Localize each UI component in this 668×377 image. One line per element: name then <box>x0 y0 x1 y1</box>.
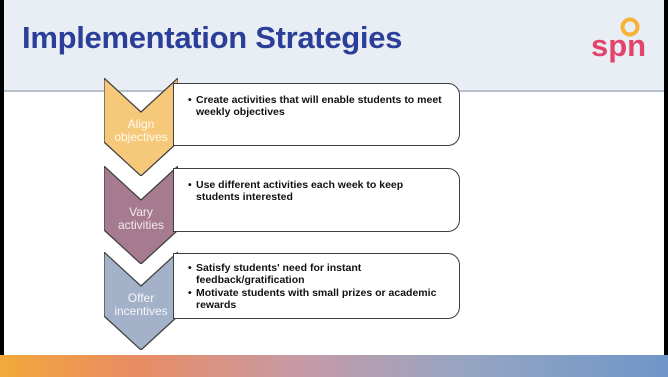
spn-logo: spn <box>591 17 646 63</box>
svg-text:spn: spn <box>591 28 646 63</box>
bullet-item: Use different activities each week to ke… <box>188 179 449 203</box>
chevron-shape <box>104 252 178 350</box>
bullet-list: Create activities that will enable stude… <box>188 94 449 118</box>
chevron-shape <box>104 78 178 176</box>
chevron-shape <box>104 166 178 264</box>
title-band: Implementation Strategies <box>0 0 668 92</box>
slide-title: Implementation Strategies <box>22 20 403 55</box>
bullet-list: Satisfy students' need for instant feedb… <box>188 262 449 311</box>
slide-frame-right <box>664 0 668 355</box>
bullet-item: Satisfy students' need for instant feedb… <box>188 262 449 286</box>
step-label: Offer incentives <box>114 291 168 318</box>
step-box-offer: Satisfy students' need for instant feedb… <box>173 253 460 319</box>
bullet-list: Use different activities each week to ke… <box>188 179 449 203</box>
step-label: Align objectives <box>114 117 168 144</box>
step-box-vary: Use different activities each week to ke… <box>173 168 460 232</box>
bottom-gradient-bar <box>0 355 668 377</box>
step-chevron-offer: Offer incentives <box>104 252 178 350</box>
step-chevron-align: Align objectives <box>104 78 178 176</box>
step-label: Vary activities <box>117 205 164 232</box>
bullet-item: Create activities that will enable stude… <box>188 94 449 118</box>
bullet-item: Motivate students with small prizes or a… <box>188 287 449 311</box>
step-chevron-vary: Vary activities <box>104 166 178 264</box>
step-box-align: Create activities that will enable stude… <box>173 83 460 146</box>
slide-frame-left <box>0 0 4 355</box>
